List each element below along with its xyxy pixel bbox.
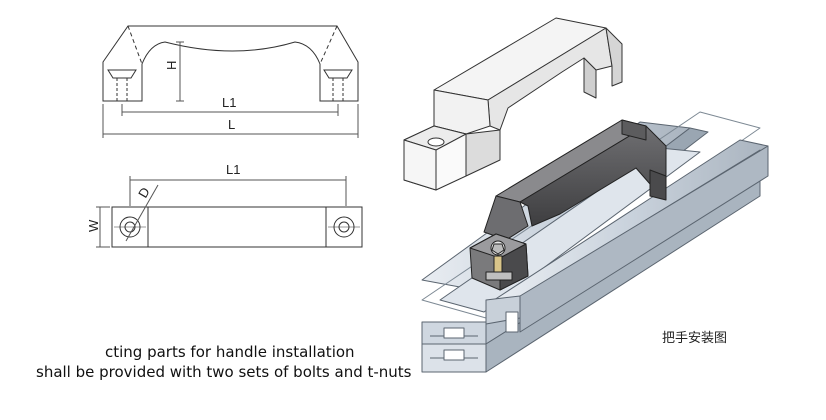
dim-w-label: W bbox=[86, 219, 101, 232]
mounted-handle bbox=[469, 119, 667, 291]
plan-view bbox=[96, 176, 363, 248]
handle-isometric bbox=[403, 17, 623, 191]
caption-line-2: shall be provided with two sets of bolts… bbox=[36, 363, 412, 381]
dim-l1-plan-label: L1 bbox=[226, 162, 240, 177]
installation-caption-chinese: 把手安装图 bbox=[662, 331, 728, 346]
dim-l-label: L bbox=[228, 117, 235, 132]
dim-l1-top-label: L1 bbox=[222, 95, 236, 110]
caption-line-1: cting parts for handle installation bbox=[105, 343, 355, 361]
dim-h-label: H bbox=[164, 61, 179, 70]
front-view bbox=[102, 25, 359, 138]
